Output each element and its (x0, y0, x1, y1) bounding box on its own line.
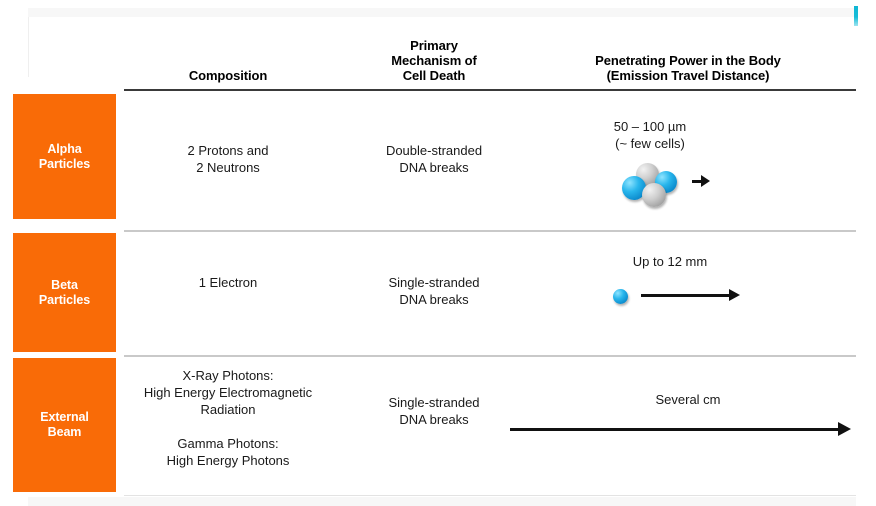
table-bottom-rule (124, 495, 856, 496)
cell-beta-composition-line1: 1 Electron (198, 275, 258, 290)
column-header-mechanism-line1: Primary (410, 38, 458, 53)
cell-alpha-composition-line1: 2 Protons and (187, 143, 269, 158)
cell-external-beam-composition: X-Ray Photons: High Energy Electromagnet… (124, 367, 332, 469)
top-decorative-band (28, 8, 856, 17)
alpha-particle-cluster-icon (622, 163, 684, 213)
external-beam-travel-arrow-head-icon (838, 422, 851, 436)
alpha-travel-arrow-shaft-icon (692, 180, 703, 183)
cell-external-beam-penetration-caption: Several cm (520, 391, 856, 408)
row-divider-rule-2 (124, 355, 856, 357)
cell-alpha-penetration-caption: 50 – 100 µm (~ few cells) (560, 118, 740, 152)
cell-external-composition-line2: High Energy Electromagnetic (143, 385, 313, 400)
beta-travel-arrow-head-icon (729, 289, 740, 301)
cell-external-composition-line1: X-Ray Photons: (182, 368, 274, 383)
row-label-alpha-particles: Alpha Particles (13, 94, 116, 219)
row-label-external-beam: External Beam (13, 358, 116, 492)
cell-external-composition-line4: Gamma Photons: (177, 436, 279, 451)
electron-sphere-blue-icon (613, 289, 628, 304)
bottom-decorative-band (28, 497, 856, 506)
composition-spacer (124, 418, 332, 435)
row-label-beta-particles: Beta Particles (13, 233, 116, 352)
row-label-external-line1: External (40, 410, 89, 424)
left-edge-rule (28, 17, 29, 77)
cell-beta-penetration-line1: Up to 12 mm (632, 254, 708, 269)
proton-sphere-gray-bottom-icon (642, 183, 666, 207)
cell-alpha-penetration-line2: (~ few cells) (615, 136, 685, 151)
column-header-composition: Composition (124, 68, 332, 83)
cell-alpha-penetration-line1: 50 – 100 µm (613, 119, 687, 134)
cell-external-mechanism-line2: DNA breaks (399, 412, 469, 427)
cell-alpha-mechanism-line2: DNA breaks (399, 160, 469, 175)
cell-external-beam-mechanism: Single-stranded DNA breaks (330, 394, 538, 428)
cell-alpha-composition-line2: 2 Neutrons (196, 160, 260, 175)
header-divider-rule (124, 89, 856, 91)
row-divider-rule-1 (124, 230, 856, 232)
cell-external-penetration-line1: Several cm (655, 392, 721, 407)
cell-alpha-mechanism: Double-stranded DNA breaks (330, 142, 538, 176)
column-header-mechanism: Primary Mechanism of Cell Death (330, 38, 538, 83)
alpha-travel-arrow-head-icon (701, 175, 710, 187)
row-label-beta-line2: Particles (38, 292, 91, 307)
column-header-penetrating-power: Penetrating Power in the Body (Emission … (520, 53, 856, 83)
row-label-beta-line1: Beta (51, 277, 78, 292)
column-header-mechanism-line3: Cell Death (402, 68, 466, 83)
cell-beta-mechanism-line1: Single-stranded (388, 275, 480, 290)
row-label-alpha-line1: Alpha (47, 141, 82, 156)
column-header-power-line1: Penetrating Power in the Body (595, 53, 781, 68)
cell-external-mechanism-line1: Single-stranded (388, 395, 480, 410)
cell-beta-mechanism-line2: DNA breaks (399, 292, 469, 307)
row-label-external-line2: Beam (47, 425, 82, 439)
row-label-alpha-line2: Particles (38, 156, 91, 171)
beta-travel-arrow-shaft-icon (641, 294, 733, 297)
column-header-mechanism-line2: Mechanism of (391, 53, 477, 68)
cell-external-composition-line5: High Energy Photons (166, 453, 290, 468)
cell-beta-penetration-caption: Up to 12 mm (560, 253, 780, 270)
cell-beta-composition: 1 Electron (124, 274, 332, 291)
cell-alpha-composition: 2 Protons and 2 Neutrons (124, 142, 332, 176)
cell-alpha-mechanism-line1: Double-stranded (385, 143, 483, 158)
external-beam-travel-arrow-shaft-icon (510, 428, 844, 431)
cell-beta-mechanism: Single-stranded DNA breaks (330, 274, 538, 308)
cyan-marker-icon (854, 6, 858, 26)
column-header-power-line2: (Emission Travel Distance) (606, 68, 770, 83)
column-header-composition-line1: Composition (188, 68, 268, 83)
cell-external-composition-line3: Radiation (200, 402, 256, 417)
